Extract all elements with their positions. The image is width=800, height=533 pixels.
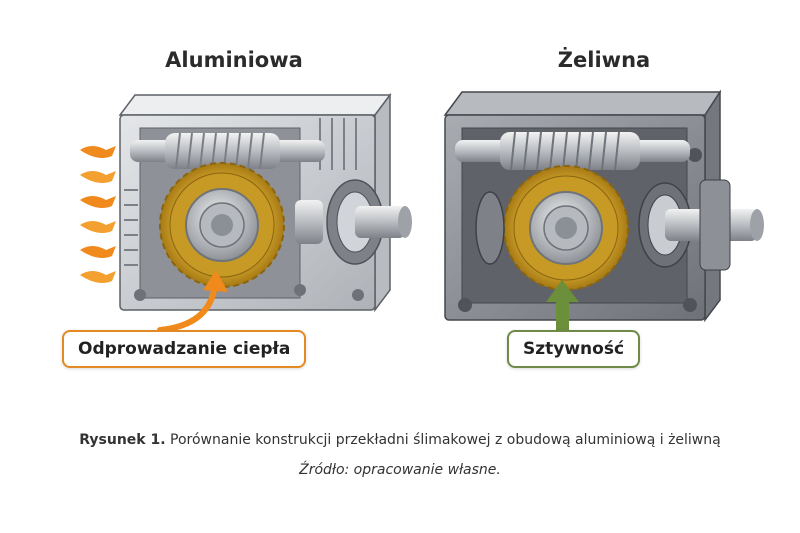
rigidity-callout: Sztywność: [507, 330, 641, 368]
up-arrow-icon: [546, 280, 579, 332]
flame-arrow-icon: [80, 146, 116, 283]
figure-text: Porównanie konstrukcji przekładni ślimak…: [170, 432, 721, 448]
figure-source: Źródło: opracowanie własne.: [299, 462, 501, 478]
cast-iron-worm-gear: [503, 165, 629, 291]
cast-iron-title: Żeliwna: [557, 48, 651, 72]
cast-iron-output-shaft: [475, 179, 764, 271]
figure-label: Rysunek 1.: [79, 432, 166, 448]
aluminium-output-shaft: [295, 179, 412, 265]
curved-arrow-icon: [157, 270, 228, 333]
cast-iron-worm-shaft: [455, 131, 690, 171]
heat-dissipation-callout: Odprowadzanie ciepła: [62, 330, 307, 368]
aluminium-title: Aluminiowa: [165, 48, 303, 72]
figure-caption: Rysunek 1. Porównanie konstrukcji przekł…: [0, 432, 800, 448]
aluminium-worm-gear: [159, 162, 285, 288]
aluminium-worm-shaft: [130, 132, 325, 170]
